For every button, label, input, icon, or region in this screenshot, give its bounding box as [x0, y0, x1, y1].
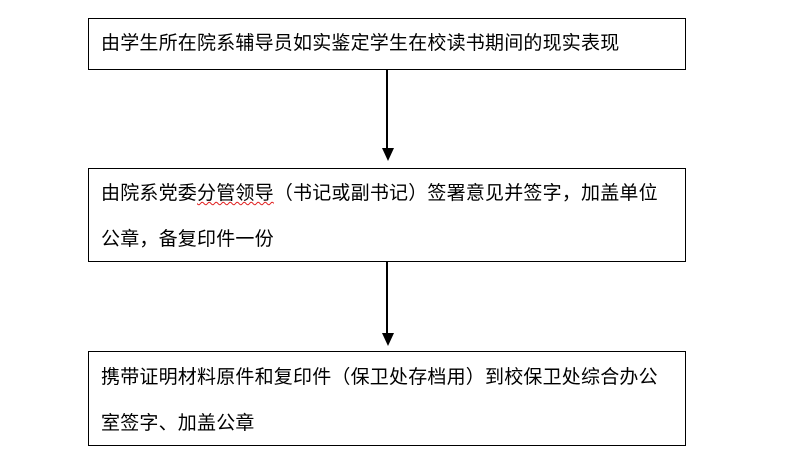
flow-step-text-2-part-a: 由院系党委 [101, 182, 198, 204]
flow-step-text-3: 携带证明材料原件和复印件（保卫处存档用）到校保卫处综合办公室签字、加盖公章 [101, 366, 658, 434]
flow-step-text-2-spellcheck: 分管领导 [197, 182, 274, 204]
flow-connector-arrow-1 [381, 70, 395, 163]
arrow-head-down-icon [382, 333, 394, 346]
flow-step-box-3[interactable]: 携带证明材料原件和复印件（保卫处存档用）到校保卫处综合办公室签字、加盖公章 [88, 351, 686, 446]
flow-connector-arrow-2 [381, 262, 395, 348]
flow-step-box-2[interactable]: 由院系党委分管领导（书记或副书记）签署意见并签字，加盖单位公章，备复印件一份 [88, 168, 686, 262]
arrow-shaft [386, 262, 388, 335]
arrow-head-down-icon [382, 148, 394, 161]
flow-step-text-1: 由学生所在院系辅导员如实鉴定学生在校读书期间的现实表现 [101, 32, 620, 54]
flow-step-box-1[interactable]: 由学生所在院系辅导员如实鉴定学生在校读书期间的现实表现 [88, 18, 686, 70]
flow-step-text-2: 由院系党委分管领导（书记或副书记）签署意见并签字，加盖单位公章，备复印件一份 [89, 169, 685, 262]
arrow-shaft [386, 70, 388, 150]
flow-step-text-2-part-b: （书记或副书记）签署意见并签字，加盖单位公章，备复印件一份 [101, 182, 658, 250]
